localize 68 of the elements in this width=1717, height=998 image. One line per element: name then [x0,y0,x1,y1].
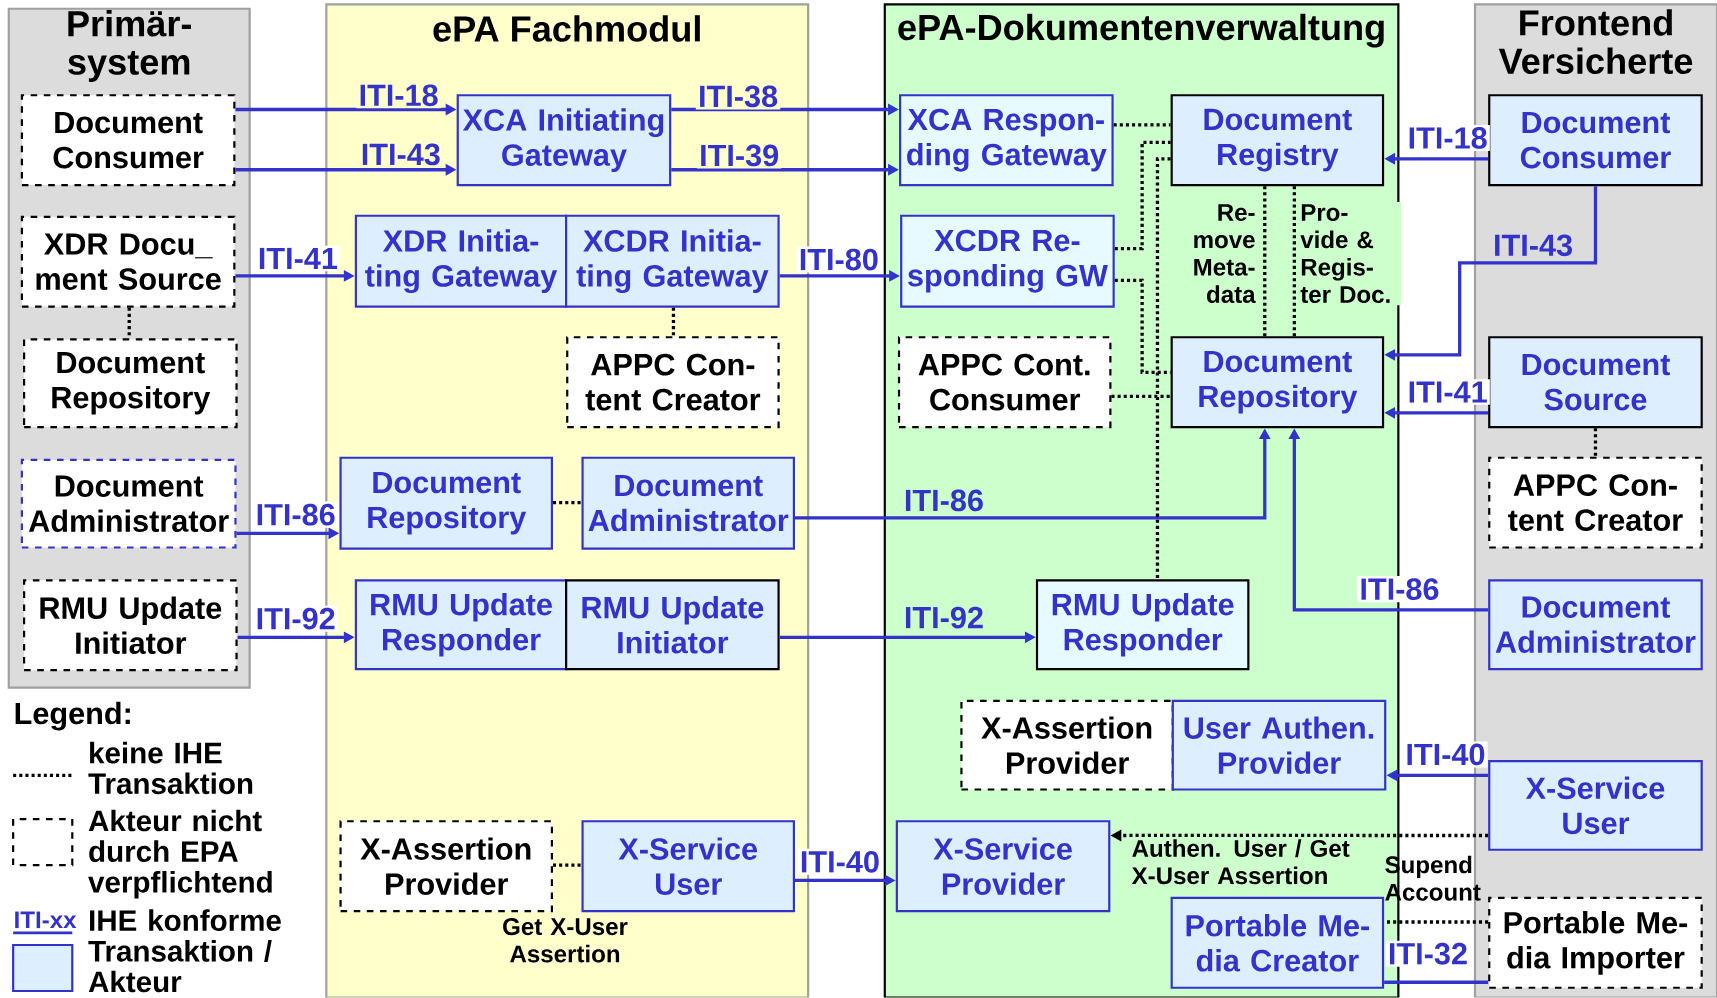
actor-box: X-Assertion Provider [960,699,1174,791]
edge-label: ITI-41 [255,245,341,272]
edge-label: Get X-User Assertion [486,916,644,965]
connector-line [1114,140,1171,251]
actor-box: XDR Docu_ ment Source [20,215,236,308]
connector-line [1263,186,1267,337]
edge-label: ITI-41 [1405,379,1490,405]
legend-title: Legend: [15,702,130,731]
actor-box: XCDR Re- sponding GW [900,214,1115,308]
actor-box: APPC Con- tent Creator [566,336,780,429]
edge-label: ITI-38 [695,83,781,110]
actor-box: Document Administrator [581,456,795,550]
actor-box: Document Repository [23,338,238,429]
legend-text: Akteur nicht durch EPA verpflichtend [88,809,272,899]
edge-label: ITI-40 [1403,741,1488,768]
connector-line [1593,428,1598,457]
legend-text: IHE konforme Transaktion / Akteur [88,909,281,993]
edge-label: ITI-43 [358,141,443,168]
actor-box: X-Assertion Provider [339,820,553,913]
edge-label: ITI-43 [1490,232,1576,259]
actor-box: User Authen. Provider [1171,699,1387,791]
actor-box: XCA Initiating Gateway [456,94,672,187]
edge-label: ITI-32 [1385,940,1471,968]
connector-line [1155,157,1171,580]
actor-box: Portable Me- dia Importer [1488,897,1703,990]
connector-line [553,863,582,867]
edge-label: ITI-80 [796,246,882,273]
edge-label: Pro- vide & Regis- ter Doc. [1298,202,1401,306]
edge-label: ITI-18 [356,82,441,109]
actor-box: XCA Respon- ding Gateway [899,94,1114,187]
connector-line [1113,123,1171,127]
edge-label: ITI-92 [253,605,338,632]
edge-label: ITI-86 [1357,576,1442,603]
actor-box: Document Consumer [20,94,236,187]
edge-label: ITI-86 [901,487,987,514]
actor-box: XCDR Initia- ting Gateway [565,214,780,308]
edge-label: ITI-92 [901,604,987,631]
actor-box: RMU Update Initiator [565,579,780,671]
connector-line [671,307,676,337]
actor-box: X-Service User [581,820,795,913]
actor-box: RMU Update Initiator [23,579,238,672]
actor-box: X-Service Provider [895,820,1111,913]
edge-label: ITI-86 [253,501,338,528]
edge-label: ITI-18 [1405,125,1490,152]
actor-box: APPC Con- tent Creator [1488,456,1703,549]
actor-box: XDR Initia- ting Gateway [354,214,568,308]
actor-box: RMU Update Responder [354,579,568,671]
actor-box: APPC Cont. Consumer [897,336,1112,429]
actor-box: Document Source [1488,336,1703,429]
actor-box: Document Consumer [1488,94,1703,187]
actor-box: RMU Update Responder [1035,579,1250,671]
connector-line [1114,278,1171,375]
actor-box: Document Repository [1170,336,1385,429]
legend-sample: ITI-xx [15,911,77,929]
connector-line [1111,394,1171,399]
edge-label: Authen. User / Get X-User Assertion [1129,837,1360,887]
actor-box: Portable Me- dia Creator [1170,897,1385,990]
legend-text: keine IHE Transaktion [88,742,253,795]
edge-label: ITI-40 [797,848,883,876]
actor-box: Document Registry [1170,94,1385,187]
actor-box: Document Repository [339,456,553,550]
edge-label: ITI-39 [696,142,782,169]
actor-box: Document Administrator [20,459,237,549]
edge-label: Re- move Meta- data [1174,202,1258,306]
actor-box: Document Administrator [1488,579,1703,671]
actor-box: X-Service User [1488,760,1703,852]
connector-line [553,501,582,505]
connector-line [1292,186,1296,337]
